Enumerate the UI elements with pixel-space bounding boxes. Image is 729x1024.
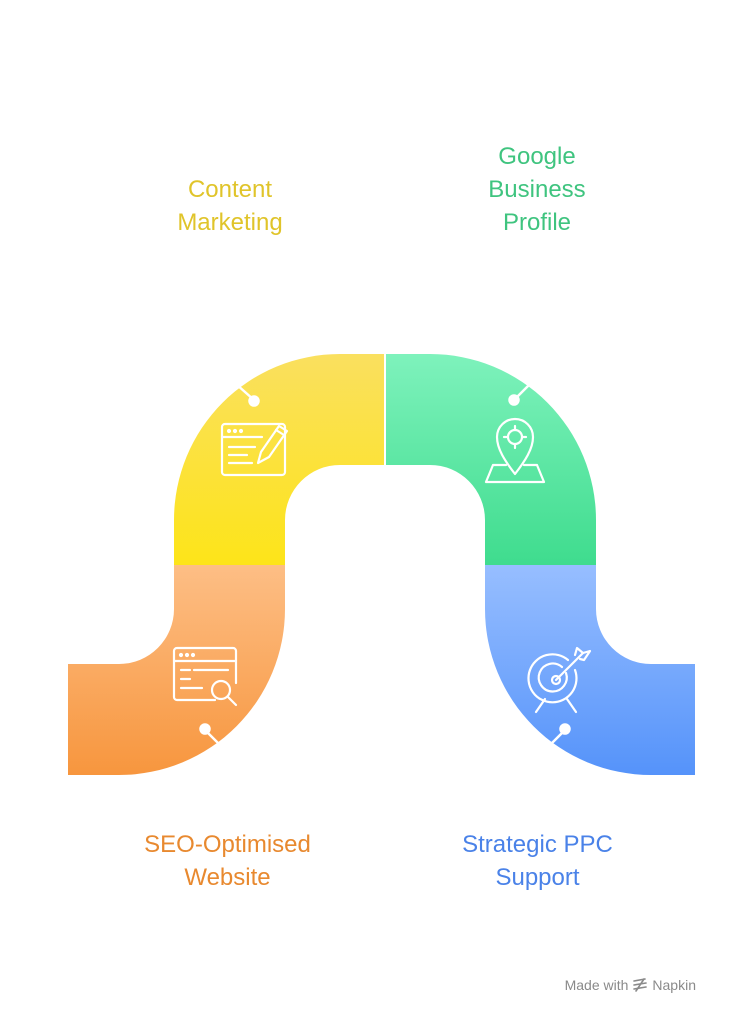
map-location-pin-icon — [484, 417, 546, 484]
made-with-text: Made with — [564, 977, 629, 993]
step-label-ppc: Strategic PPC Support — [462, 831, 613, 891]
step-segment-seo — [68, 565, 285, 775]
napkin-brand-text: Napkin — [652, 977, 696, 993]
step-segment-ppc — [485, 565, 695, 775]
step-label-google: Google Business Profile — [488, 143, 586, 236]
connector-pin-content — [235, 383, 260, 407]
connector-pin-google — [508, 383, 531, 406]
target-arrow-icon — [527, 646, 592, 714]
seo-search-icon — [172, 646, 238, 707]
connector-pin-seo — [199, 723, 223, 748]
content-editing-icon — [220, 422, 289, 477]
step-segment-google — [386, 354, 596, 565]
step-label-content: Content Marketing — [177, 176, 283, 236]
connector-pin-ppc — [547, 723, 571, 748]
napkin-logo-icon — [633, 978, 648, 992]
step-label-seo: SEO-Optimised Website — [144, 831, 311, 891]
made-with-napkin-footer: Made with Napkin — [565, 977, 696, 993]
step-segment-content — [174, 354, 384, 565]
